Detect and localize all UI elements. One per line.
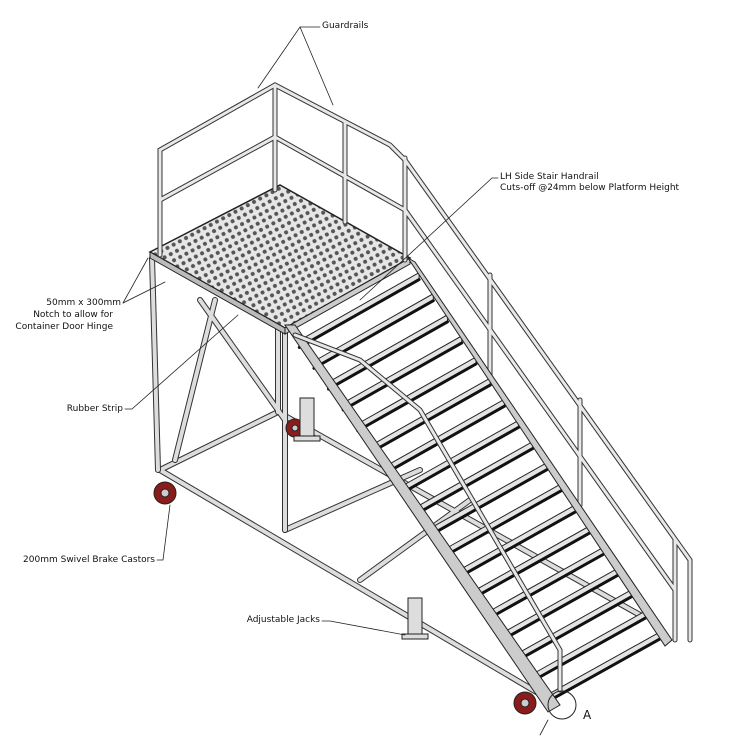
label-notch-2: Notch to allow for: [33, 310, 113, 320]
label-notch-1: 50mm x 300mm: [46, 298, 121, 308]
label-notch-3: Container Door Hinge: [15, 322, 113, 332]
tread-nosing: [414, 446, 535, 516]
label-castors: 200mm Swivel Brake Castors: [23, 555, 155, 565]
detail-a-circle: [547, 690, 577, 720]
tread-nosing: [370, 383, 492, 454]
label-detail-a: A: [583, 708, 592, 722]
tread-nosing: [458, 510, 578, 579]
label-jacks: Adjustable Jacks: [246, 615, 320, 625]
leader-lines: [122, 26, 549, 736]
label-handrail-1: LH Side Stair Handrail: [500, 172, 599, 182]
stair-stringers: [284, 257, 673, 713]
label-guardrails: Guardrails: [322, 21, 369, 31]
tread-nosing: [531, 615, 649, 683]
tread-nosing: [546, 636, 663, 704]
stair-treads: [297, 271, 663, 704]
tread-nosing: [487, 552, 606, 620]
tread-nosing: [502, 573, 620, 641]
adjustable-jacks: [293, 397, 429, 640]
tread-nosing: [312, 299, 435, 370]
tread-nosing: [341, 341, 464, 412]
label-handrail-2: Cuts-off @24mm below Platform Height: [500, 183, 680, 193]
tread-nosing: [356, 362, 478, 433]
label-rubber-strip: Rubber Strip: [66, 404, 123, 414]
tread-nosing: [327, 320, 450, 391]
tread-nosing: [443, 489, 563, 558]
tread-nosing: [385, 404, 506, 474]
tread-nosing: [473, 531, 592, 599]
tread-nosing: [400, 425, 521, 495]
tread-nosing: [516, 594, 634, 662]
tread-nosing: [297, 278, 421, 349]
tread-nosing: [429, 468, 549, 537]
